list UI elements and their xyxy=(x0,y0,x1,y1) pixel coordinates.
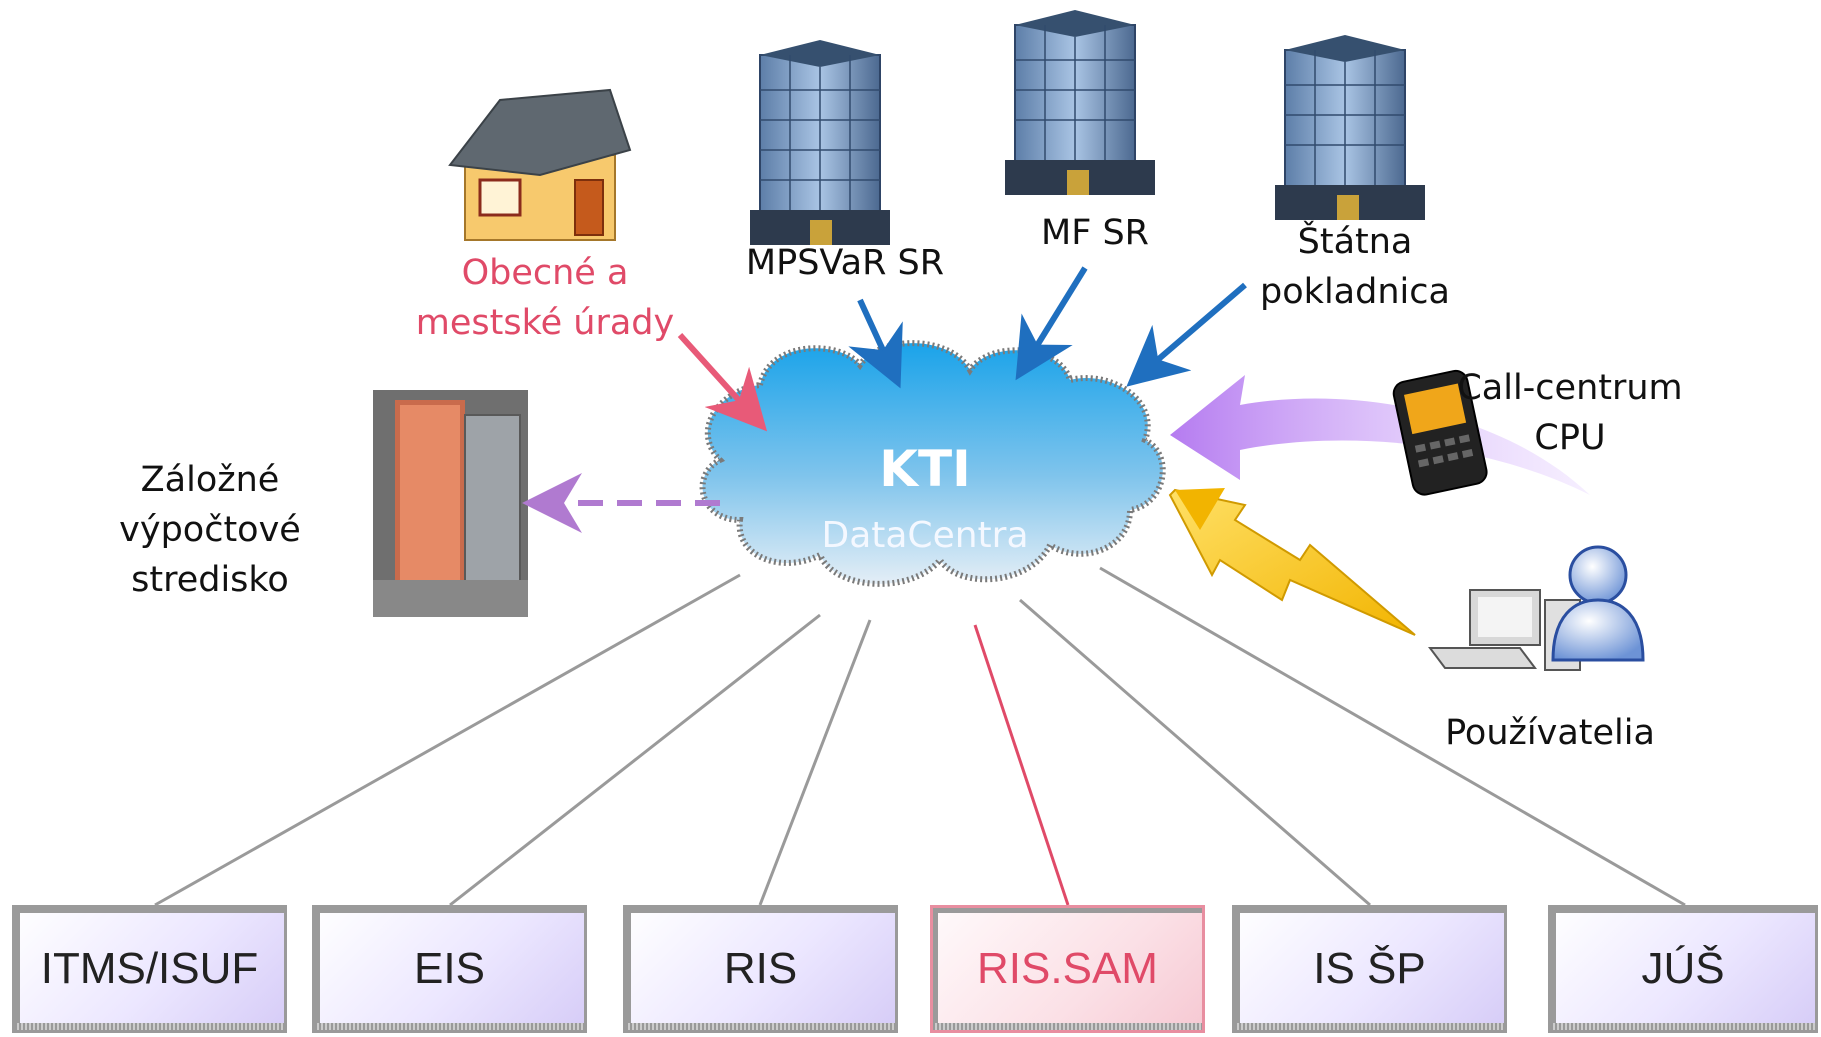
system-box-itms[interactable]: ITMS/ISUF xyxy=(12,905,287,1033)
system-box-jus[interactable]: JÚŠ xyxy=(1548,905,1818,1033)
house-icon xyxy=(448,88,632,241)
building-icon-statna-pokladnica xyxy=(1275,35,1425,220)
connector-issp xyxy=(1019,598,1371,907)
connector-eis xyxy=(449,613,821,907)
label-mpsvar: MPSVaR SR xyxy=(745,243,945,283)
connector-jus xyxy=(1099,566,1686,907)
connector-rissam xyxy=(973,624,1070,906)
connector-ris xyxy=(758,619,872,906)
vault-icon xyxy=(373,390,528,617)
system-connectors xyxy=(154,566,1686,907)
arrow-obecne xyxy=(677,332,768,432)
system-label: IS ŠP xyxy=(1313,944,1426,993)
building-icon-mf xyxy=(1005,10,1155,195)
system-label: RIS.SAM xyxy=(977,944,1158,993)
phone-icon xyxy=(1392,369,1488,496)
label-pouzivatelia: Používatelia xyxy=(1445,713,1655,753)
incoming-arrows xyxy=(522,266,1247,533)
cloud-subtitle: DataCentra xyxy=(821,515,1029,556)
call-centrum-arrow xyxy=(1170,375,1590,495)
lightning-icon xyxy=(1168,488,1416,636)
label-mf: MF SR xyxy=(1041,213,1149,253)
system-box-ris[interactable]: RIS xyxy=(623,905,898,1033)
system-box-issp[interactable]: IS ŠP xyxy=(1232,905,1507,1033)
cloud-title: KTI xyxy=(879,440,971,498)
arrow-mpsvar xyxy=(848,298,903,389)
building-icon-mpsvar xyxy=(750,40,890,245)
arrow-statna xyxy=(1126,282,1247,387)
arrow-mf xyxy=(1015,266,1088,381)
kti-cloud xyxy=(699,340,1166,587)
system-label: EIS xyxy=(414,944,485,993)
system-label: RIS xyxy=(723,944,798,993)
computer-icon xyxy=(1428,589,1581,671)
system-label: JÚŠ xyxy=(1641,944,1725,993)
system-label: ITMS/ISUF xyxy=(40,944,259,993)
user-icon xyxy=(1551,545,1645,662)
system-box-eis[interactable]: EIS xyxy=(312,905,587,1033)
connector-itms xyxy=(154,573,741,907)
system-box-rissam[interactable]: RIS.SAM xyxy=(930,905,1205,1033)
